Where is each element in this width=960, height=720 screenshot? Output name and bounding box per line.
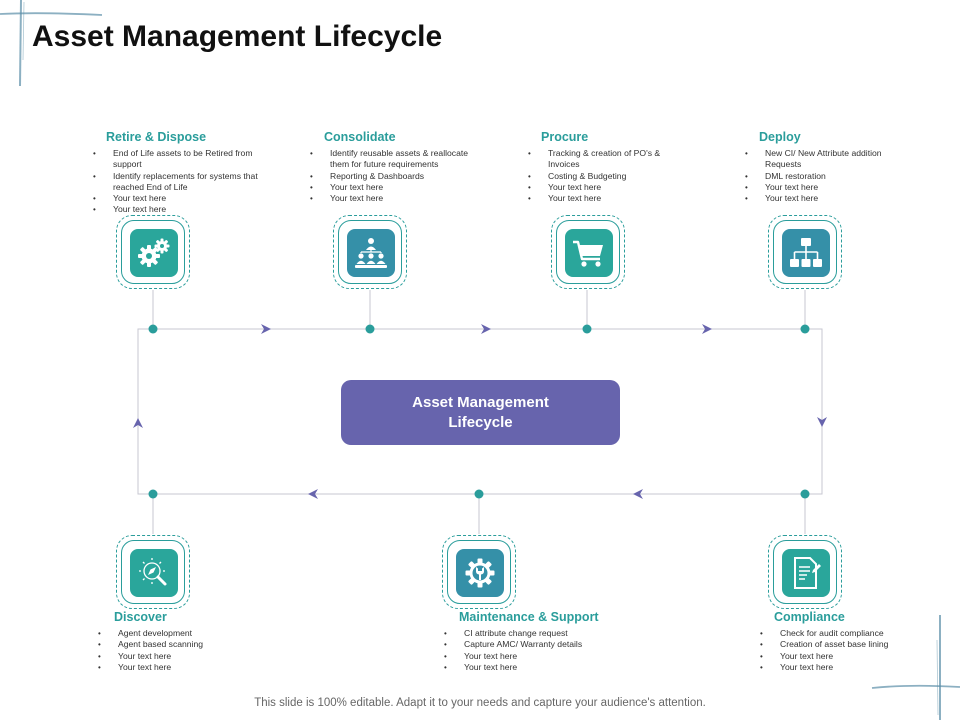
- arrow-right-icon: [481, 324, 491, 334]
- bullet-item: Tracking & creation of PO's & Invoices: [528, 148, 688, 171]
- bullet-item: Your text here: [528, 193, 688, 205]
- bullet-item: Your text here: [93, 204, 268, 216]
- bullet-item: Your text here: [444, 662, 634, 674]
- search-compass-icon: [130, 549, 178, 597]
- icon-frame-retire-dispose: [116, 215, 190, 289]
- arrow-left-icon: [633, 489, 643, 499]
- node-dot-procure: [582, 324, 592, 334]
- stage-title-consolidate: Consolidate: [324, 130, 396, 144]
- stage-bullets-compliance: Check for audit compliance Creation of a…: [760, 628, 930, 673]
- footer-note: This slide is 100% editable. Adapt it to…: [254, 697, 706, 709]
- bullet-item: Agent based scanning: [98, 639, 268, 651]
- gears-icon: [130, 229, 178, 277]
- stage-title-maintenance: Maintenance & Support: [459, 610, 599, 624]
- bullet-item: Check for audit compliance: [760, 628, 930, 640]
- bullet-item: New CI/ New Attribute addition Requests: [745, 148, 905, 171]
- bullet-item: Identify replacements for systems that r…: [93, 171, 268, 194]
- hub-label: Asset Management Lifecycle: [412, 393, 549, 431]
- node-dot-deploy: [800, 324, 810, 334]
- stage-bullets-discover: Agent development Agent based scanning Y…: [98, 628, 268, 673]
- arrow-right-icon: [261, 324, 271, 334]
- bullet-item: Reporting & Dashboards: [310, 171, 480, 183]
- bullet-item: Agent development: [98, 628, 268, 640]
- stage-bullets-retire-dispose: End of Life assets to be Retired from su…: [93, 148, 268, 216]
- bullet-item: Your text here: [528, 182, 688, 194]
- lifecycle-hub: Asset Management Lifecycle: [341, 380, 620, 445]
- bullet-item: Costing & Budgeting: [528, 171, 688, 183]
- arrow-left-icon: [308, 489, 318, 499]
- arrow-up-icon: [133, 418, 143, 428]
- node-dot-consolidate: [365, 324, 375, 334]
- arrow-down-icon: [817, 417, 827, 427]
- icon-frame-compliance: [768, 535, 842, 609]
- icon-frame-discover: [116, 535, 190, 609]
- bullet-item: DML restoration: [745, 171, 905, 183]
- gear-wrench-icon: [456, 549, 504, 597]
- stage-bullets-consolidate: Identify reusable assets & reallocate th…: [310, 148, 480, 205]
- stage-bullets-maintenance: CI attribute change request Capture AMC/…: [444, 628, 634, 673]
- icon-frame-consolidate: [333, 215, 407, 289]
- stage-title-discover: Discover: [114, 610, 167, 624]
- bullet-item: Your text here: [760, 662, 930, 674]
- arrow-right-icon: [702, 324, 712, 334]
- bullet-item: Your text here: [98, 662, 268, 674]
- node-dot-maintenance: [474, 489, 484, 499]
- document-pen-icon: [782, 549, 830, 597]
- bullet-item: Your text here: [745, 182, 905, 194]
- stage-title-procure: Procure: [541, 130, 589, 144]
- icon-frame-maintenance: [442, 535, 516, 609]
- connector-loop: [137, 328, 823, 495]
- bullet-item: Your text here: [310, 182, 480, 194]
- bullet-item: Your text here: [444, 651, 634, 663]
- icon-frame-deploy: [768, 215, 842, 289]
- org-chart-icon: [782, 229, 830, 277]
- shopping-cart-icon: [565, 229, 613, 277]
- stage-title-retire-dispose: Retire & Dispose: [106, 130, 207, 144]
- bullet-item: CI attribute change request: [444, 628, 634, 640]
- stage-bullets-deploy: New CI/ New Attribute addition Requests …: [745, 148, 905, 205]
- stage-title-deploy: Deploy: [759, 130, 801, 144]
- node-dot-compliance: [800, 489, 810, 499]
- bullet-item: Capture AMC/ Warranty details: [444, 639, 634, 651]
- node-dot-discover: [148, 489, 158, 499]
- bullet-item: Your text here: [745, 193, 905, 205]
- node-dot-retire-dispose: [148, 324, 158, 334]
- bullet-item: Creation of asset base lining: [760, 639, 930, 651]
- page-title: Asset Management Lifecycle: [32, 20, 443, 53]
- bullet-item: Your text here: [93, 193, 268, 205]
- team-hierarchy-icon: [347, 229, 395, 277]
- stage-bullets-procure: Tracking & creation of PO's & Invoices C…: [528, 148, 688, 205]
- bullet-item: Your text here: [310, 193, 480, 205]
- bullet-item: Identify reusable assets & reallocate th…: [310, 148, 480, 171]
- icon-frame-procure: [551, 215, 625, 289]
- bullet-item: Your text here: [760, 651, 930, 663]
- stage-title-compliance: Compliance: [774, 610, 845, 624]
- bullet-item: End of Life assets to be Retired from su…: [93, 148, 268, 171]
- bullet-item: Your text here: [98, 651, 268, 663]
